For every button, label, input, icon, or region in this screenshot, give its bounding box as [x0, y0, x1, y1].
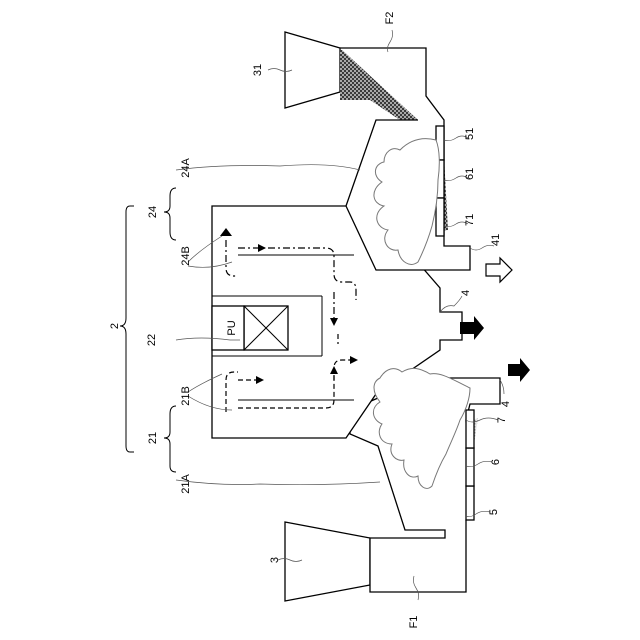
label-2: 2	[109, 323, 121, 329]
label-F1: F1	[408, 616, 420, 629]
label-24: 24	[147, 206, 159, 218]
right-arrow-icon	[486, 258, 512, 282]
label-22: 22	[146, 334, 158, 346]
label-61: 61	[464, 168, 476, 180]
hopper-31	[285, 32, 340, 108]
label-4-lower: 4	[500, 401, 512, 407]
label-41: 41	[490, 234, 502, 246]
label-51: 51	[464, 128, 476, 140]
down-arrow-icon	[508, 358, 530, 382]
processing-unit-22	[212, 306, 288, 350]
label-31: 31	[252, 64, 264, 76]
down-arrow-icon	[460, 316, 484, 340]
label-6: 6	[490, 459, 502, 465]
label-71: 71	[464, 214, 476, 226]
brace-24	[164, 188, 176, 240]
label-24B: 24B	[180, 246, 192, 266]
label-F2: F2	[384, 12, 396, 25]
label-7: 7	[496, 417, 508, 423]
label-21: 21	[147, 432, 159, 444]
label-24A: 24A	[180, 158, 192, 178]
label-21B: 21B	[180, 386, 192, 406]
brace-21	[164, 406, 176, 472]
label-3: 3	[269, 557, 281, 563]
label-4-upper: 4	[460, 290, 472, 296]
step-blocks-left	[466, 410, 474, 520]
label-21A: 21A	[180, 474, 192, 494]
brace-2	[120, 206, 134, 452]
pu-label: PU	[226, 320, 238, 335]
label-5: 5	[488, 509, 500, 515]
